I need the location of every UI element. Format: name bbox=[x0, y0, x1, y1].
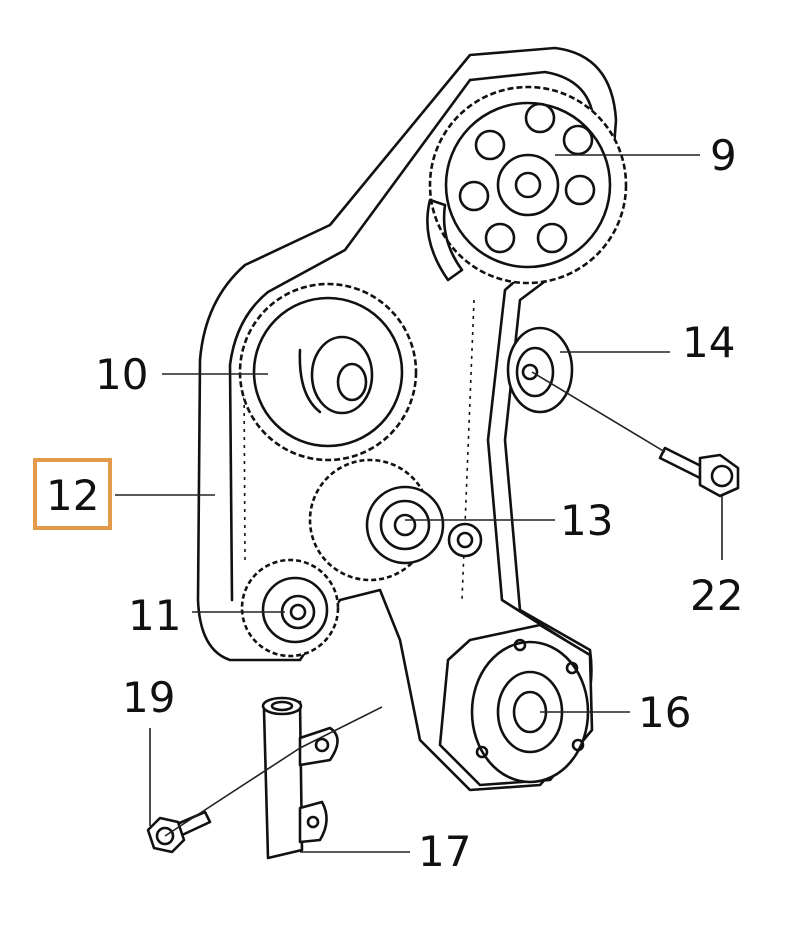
crankshaft-pulley bbox=[438, 623, 594, 787]
label-10: 10 bbox=[95, 350, 148, 399]
highlight-box bbox=[33, 458, 112, 530]
label-13: 13 bbox=[560, 496, 613, 545]
label-11: 11 bbox=[128, 591, 181, 640]
label-19: 19 bbox=[122, 673, 175, 722]
injection-pump-pulley bbox=[238, 282, 418, 462]
label-9: 9 bbox=[710, 131, 737, 180]
bracket-bolt bbox=[146, 810, 212, 854]
label-17: 17 bbox=[418, 827, 471, 876]
guide-roller bbox=[506, 326, 574, 414]
label-16: 16 bbox=[638, 688, 691, 737]
roller-bolt bbox=[658, 446, 740, 498]
pipe-bracket bbox=[261, 696, 339, 860]
label-14: 14 bbox=[682, 318, 735, 367]
camshaft-pulley bbox=[426, 85, 628, 285]
label-12: 12 bbox=[46, 471, 99, 520]
auxiliary-pulley bbox=[240, 558, 340, 658]
label-22: 22 bbox=[690, 571, 743, 620]
leader-lines bbox=[115, 154, 723, 853]
